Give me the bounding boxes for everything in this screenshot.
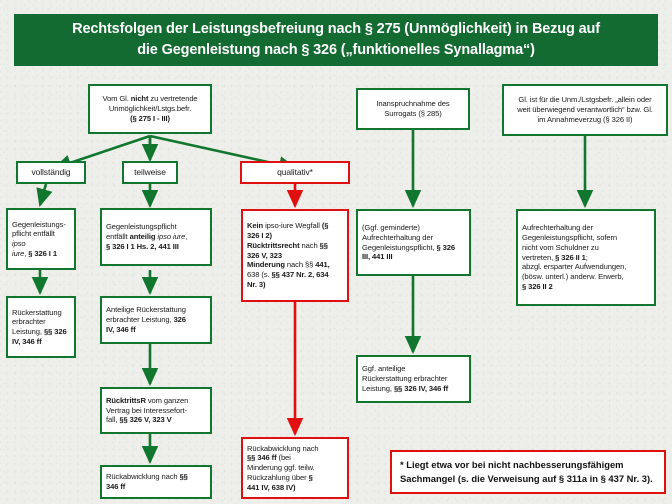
- node-teil-gegenleistungspflicht-anteilig: Gegenleistungspflicht entfällt anteilig …: [100, 208, 212, 266]
- footnote-line-2: Sachmangel (s. die Verweisung auf § 311a…: [400, 473, 653, 484]
- node-ver-1-line-1: Aufrechterhaltung der: [522, 223, 593, 233]
- node-root: Vom Gl. nicht zu vertretende Unmöglichke…: [88, 84, 212, 134]
- node-qual-2-line-4: Rückzahlung über §: [247, 472, 313, 482]
- node-voll-1-line-1: Gegenleistungs-: [12, 219, 66, 229]
- node-voll-2-line-2: erbrachter: [12, 317, 46, 327]
- node-sur-2-line-2: Rückerstattung erbrachter: [362, 374, 448, 384]
- node-voll-1-line-2: pflicht entfällt ipso: [12, 229, 55, 248]
- node-ver-1-line-5: abzgl. ersparter Aufwendungen,: [522, 262, 627, 272]
- branch-label-vollstaendig-text: vollständig: [31, 167, 71, 178]
- node-teil-4-line-2: 346 ff: [106, 482, 126, 491]
- node-qual-2-line-5: 441 IV, 638 IV): [247, 482, 296, 492]
- node-teil-4-line-1: Rückabwicklung nach §§: [106, 472, 188, 482]
- node-teil-anteilige-rueckerstattung: Anteilige Rückerstattung erbrachter Leis…: [100, 296, 212, 344]
- node-qual-rechtsfolgen: Kein ipso-iure Wegfall (§ 326 I 2) Rückt…: [241, 209, 349, 302]
- node-ver-1-line-4: vertreten, § 326 II 1;: [522, 252, 588, 262]
- node-sur-1-line-2: Aufrechterhaltung der: [362, 232, 433, 242]
- node-qual-1-line-1: Kein ipso-iure Wegfall (§: [247, 221, 329, 231]
- node-teil-2-line-1: Anteilige Rückerstattung: [106, 305, 186, 315]
- node-root-line-3: (§ 275 I - III): [130, 113, 170, 123]
- node-root-line-1: Vom Gl. nicht zu vertretende: [102, 94, 198, 104]
- node-sur-1-line-3: Gegenleistungspflicht, § 326: [362, 242, 456, 252]
- node-teil-3-line-2: Vertrag bei Interessefort-: [106, 405, 187, 415]
- branch-label-vollstaendig: vollständig: [16, 161, 86, 184]
- node-qual-2-line-1: Rückabwicklung nach: [247, 443, 319, 453]
- node-qual-2-line-3: Minderung ggf. teilw.: [247, 463, 315, 473]
- node-voll-2-line-3: Leistung, §§ 326: [12, 327, 67, 336]
- node-verantwortlich-line-3: im Annahmeverzug (§ 326 II): [537, 114, 633, 124]
- node-surrogat-line-1: Inanspruchnahme des: [376, 99, 450, 109]
- page-title-line-2: die Gegenleistung nach § 326 („funktione…: [137, 42, 535, 58]
- node-surrogat-line-2: Surrogats (§ 285): [384, 109, 442, 118]
- branch-label-teilweise-text: teilweise: [134, 167, 166, 178]
- node-teil-2-line-3: IV, 346 ff: [106, 324, 136, 334]
- node-teil-3-line-1: RücktrittsR vom ganzen: [106, 395, 189, 405]
- node-verantwortlich-line-1: Gl. ist für die Unm./Lstgsbefr. „allein …: [518, 95, 652, 105]
- node-voll-gegenleistungspflicht-entfaellt: Gegenleistungs- pflicht entfällt ipso iu…: [6, 208, 76, 270]
- node-aufrechterhaltung-gegenleistung: Aufrechterhaltung der Gegenleistungspfli…: [516, 209, 656, 306]
- branch-label-qualitativ-text: qualitativ*: [277, 167, 313, 178]
- node-surrogat-aufrechterhaltung: (Ggf. geminderte) Aufrechterhaltung der …: [356, 209, 471, 276]
- node-teil-1-line-3: § 326 I 1 Hs. 2, 441 III: [106, 241, 179, 251]
- node-teil-rueckabwicklung: Rückabwicklung nach §§ 346 ff: [100, 465, 212, 499]
- node-glaeubiger-verantwortlich: Gl. ist für die Unm./Lstgsbefr. „allein …: [502, 84, 668, 136]
- node-teil-ruecktrittsrecht: RücktrittsR vom ganzen Vertrag bei Inter…: [100, 387, 212, 434]
- node-root-line-2: Unmöglichkeit/Lstgs.befr.: [108, 104, 192, 114]
- node-qual-2-line-2: §§ 346 ff (bei: [247, 453, 291, 463]
- node-qual-1-line-7: Nr. 3): [247, 279, 266, 289]
- node-voll-1-line-3: iure, § 326 I 1: [12, 248, 57, 258]
- page-title-line-1: Rechtsfolgen der Leistungsbefreiung nach…: [72, 21, 600, 38]
- node-sur-1-line-4: III, 441 III: [362, 252, 393, 262]
- node-qual-rueckabwicklung: Rückabwicklung nach §§ 346 ff (bei Minde…: [241, 437, 349, 499]
- node-sur-2-line-3: Leistung, §§ 326 IV, 346 ff: [362, 383, 449, 393]
- node-qual-1-line-6: 638 (s. §§ 437 Nr. 2, 634: [247, 270, 329, 280]
- node-qual-1-line-4: 326 V, 323: [247, 250, 283, 260]
- branch-label-teilweise: teilweise: [122, 161, 178, 184]
- node-ver-1-line-6: (bösw. unterl.) anderw. Erwerb,: [522, 272, 624, 282]
- page-title: Rechtsfolgen der Leistungsbefreiung nach…: [14, 14, 658, 66]
- node-qual-1-line-2: 326 I 2): [247, 231, 272, 241]
- node-voll-2-line-4: IV, 346 ff: [12, 336, 42, 346]
- branch-label-qualitativ: qualitativ*: [240, 161, 350, 184]
- node-qual-1-line-5: Minderung nach §§ 441,: [247, 260, 330, 270]
- node-verantwortlich-line-2: weit überwiegend verantwortlich“ bzw. Gl…: [517, 105, 653, 115]
- node-ver-1-line-7: § 326 II 2: [522, 281, 553, 291]
- node-voll-rueckerstattung: Rückerstattung erbrachter Leistung, §§ 3…: [6, 296, 76, 358]
- footnote-line-1: * Liegt etwa vor bei nicht nachbesserung…: [400, 458, 624, 470]
- node-teil-2-line-2: erbrachter Leistung, 326: [106, 315, 186, 325]
- node-qual-1-line-3: Rücktrittsrecht nach §§: [247, 240, 328, 250]
- footnote-qualitativ: * Liegt etwa vor bei nicht nachbesserung…: [390, 450, 666, 494]
- node-teil-3-line-3: fall, §§ 326 V, 323 V: [106, 415, 172, 425]
- node-sur-2-line-1: Ggf. anteilige: [362, 364, 406, 374]
- node-voll-2-line-1: Rückerstattung: [12, 307, 62, 317]
- node-surrogat-rueckerstattung: Ggf. anteilige Rückerstattung erbrachter…: [356, 355, 471, 403]
- node-teil-1-line-1: Gegenleistungspflicht: [106, 222, 177, 232]
- node-sur-1-line-1: (Ggf. geminderte): [362, 223, 420, 233]
- node-teil-1-line-2: entfällt anteilig ipso iure,: [106, 232, 188, 242]
- node-surrogat: Inanspruchnahme des Surrogats (§ 285): [356, 88, 470, 130]
- node-ver-1-line-2: Gegenleistungspflicht, sofern: [522, 233, 618, 243]
- node-ver-1-line-3: nicht vom Schuldner zu: [522, 242, 599, 252]
